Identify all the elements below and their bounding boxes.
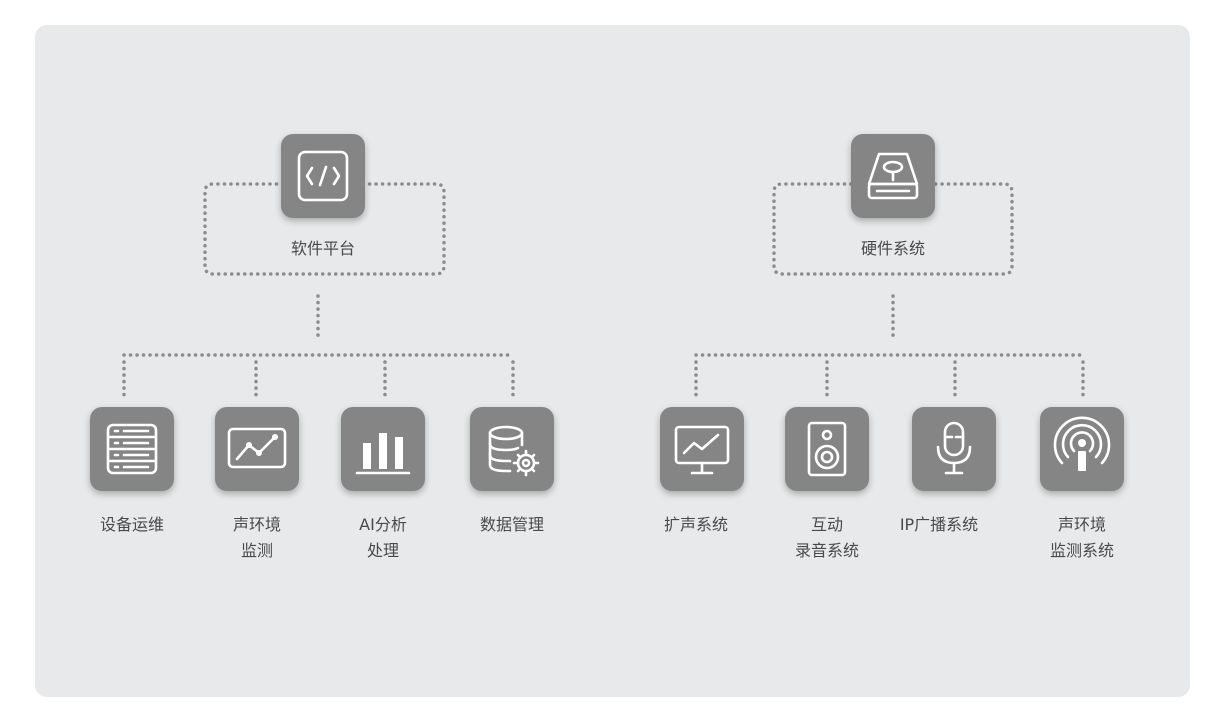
hardware-system-label: 硬件系统 (860, 239, 925, 258)
device-ops-label: 设备运维 (99, 515, 164, 534)
microphone-icon (936, 421, 972, 475)
software-platform-tile (281, 134, 365, 218)
line-chart-board-icon (227, 427, 287, 469)
data-management-label: 数据管理 (479, 515, 544, 534)
speaker-icon (807, 421, 847, 477)
server-list-icon (106, 423, 158, 475)
ip-broadcast-label: IP广播系统 (899, 515, 979, 534)
sound-env-monitor-label: 声环境 监测 (232, 515, 281, 560)
pa-system-tile (660, 407, 744, 491)
bar-chart-icon (355, 433, 411, 475)
diagram-panel (35, 25, 1190, 697)
data-management-tile (470, 407, 554, 491)
hardware-system-tile (851, 134, 935, 218)
pa-system-label: 扩声系统 (663, 515, 728, 534)
sound-env-monitor-system-label: 声环境 监测系统 (1049, 515, 1114, 560)
software-platform-label: 软件平台 (290, 239, 355, 258)
device-ops-tile (90, 407, 174, 491)
monitor-chart-icon (674, 425, 730, 475)
sound-env-monitor-tile (215, 407, 299, 491)
interactive-recording-label: 互动 录音系统 (794, 515, 859, 560)
hard-drive-icon (867, 152, 919, 200)
ai-analysis-tile (341, 407, 425, 491)
database-gear-icon (488, 425, 540, 477)
code-icon (297, 150, 349, 202)
ai-analysis-label: AI分析 处理 (359, 515, 407, 560)
ip-broadcast-tile (912, 407, 996, 491)
sound-env-monitor-system-tile (1040, 407, 1124, 491)
broadcast-icon (1053, 416, 1111, 471)
interactive-recording-tile (785, 407, 869, 491)
